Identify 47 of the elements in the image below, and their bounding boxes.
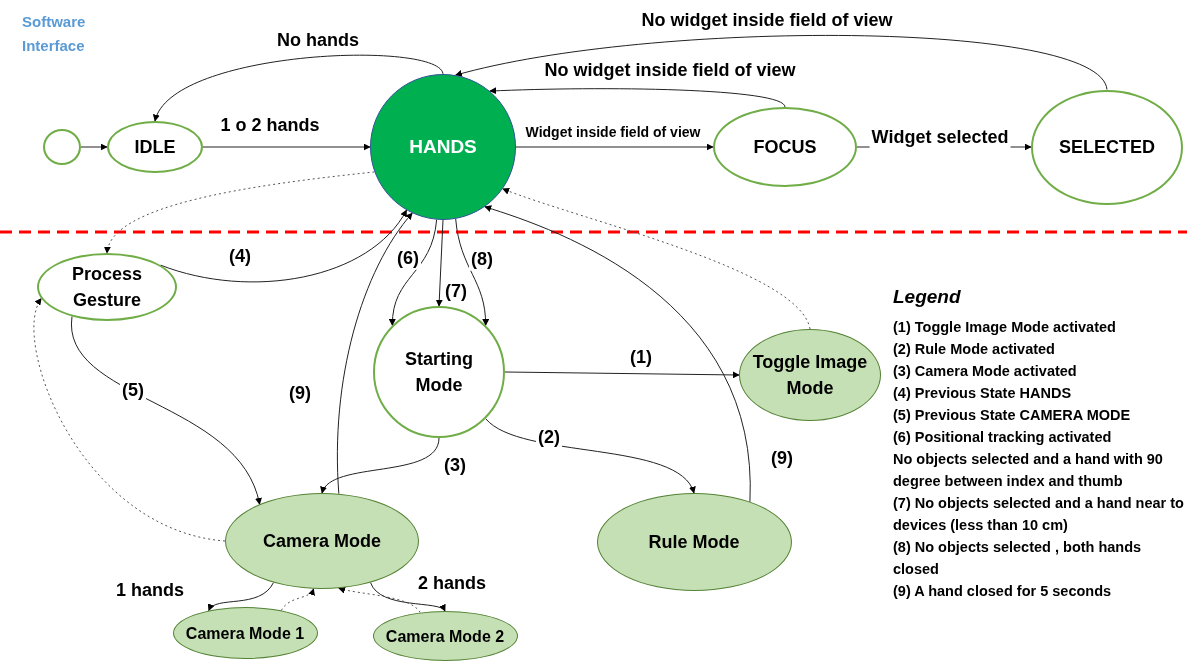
arrow — [202, 143, 371, 151]
arrow — [280, 588, 315, 611]
state-label: Process Gesture — [70, 263, 144, 312]
state-label: Toggle Image Mode — [751, 351, 869, 400]
legend-entry: (7) No objects selected and a hand near to devices (less than 10 cm) — [893, 493, 1185, 535]
legend-entry: (1) Toggle Image Mode activated — [893, 317, 1117, 337]
arrow — [105, 171, 375, 254]
arrow — [389, 219, 438, 327]
legend-entry: (5) Previous State CAMERA MODE — [893, 405, 1132, 425]
arrow — [160, 209, 407, 283]
arrow — [208, 582, 274, 612]
legend-entry: (8) No objects selected , both hands closed — [893, 537, 1143, 579]
arrow — [435, 219, 444, 307]
state-label: Camera Mode 1 — [184, 623, 306, 643]
arrow — [515, 143, 714, 151]
state-label: SELECTED — [1058, 136, 1156, 159]
state-label: Rule Mode — [647, 531, 741, 554]
arrow — [154, 54, 444, 122]
arrow — [504, 371, 740, 379]
arrow — [502, 187, 811, 330]
arrow — [489, 87, 786, 108]
arrow — [485, 418, 695, 494]
arrow — [455, 35, 1108, 90]
interface-note: Software Interface — [22, 12, 87, 56]
legend-entry: (2) Rule Mode activated — [893, 339, 1056, 359]
state-label: Camera Mode — [261, 530, 382, 553]
arrow — [336, 212, 413, 495]
arrow — [71, 315, 261, 505]
edge-label: Widget inside field of view — [523, 124, 703, 142]
legend-entry: (9) A hand closed for 5 seconds — [893, 581, 1113, 601]
state-label: Camera Mode 2 — [384, 626, 506, 646]
legend-title: Legend — [893, 285, 962, 309]
arrow — [321, 437, 440, 494]
state-label: IDLE — [133, 136, 177, 159]
legend-entry: (4) Previous State HANDS — [893, 383, 1073, 403]
state-label: FOCUS — [752, 136, 818, 159]
legend-entry: No objects selected and a hand with 90 degree between index and thumb — [893, 449, 1164, 491]
arrow — [455, 218, 489, 327]
arrow — [484, 205, 751, 503]
start-circle — [43, 129, 81, 165]
legend-entry: (3) Camera Mode activated — [893, 361, 1078, 381]
legend-entry: (6) Positional tracking activated — [893, 427, 1113, 447]
arrow — [370, 582, 446, 612]
arrow — [80, 143, 108, 151]
state-label: Starting Mode — [404, 348, 474, 397]
arrow — [33, 298, 226, 542]
state-label: HANDS — [408, 134, 478, 159]
